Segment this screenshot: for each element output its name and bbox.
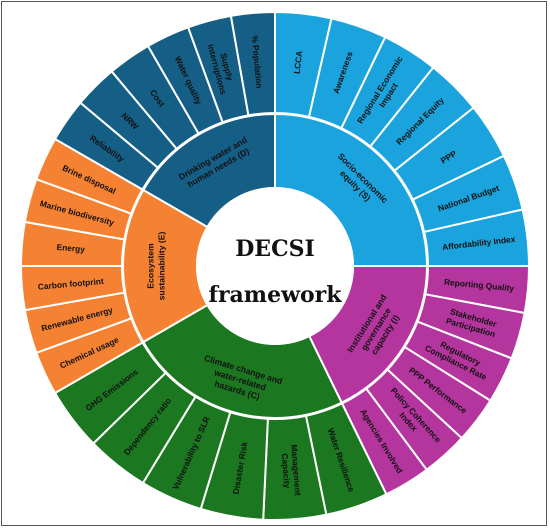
- indicator-label-population: % Population: [250, 35, 265, 89]
- center-hub: [196, 187, 354, 345]
- dimension-label-e: Ecosystemsustainability (E): [146, 231, 167, 300]
- center-title-line2: framework: [208, 282, 342, 308]
- indicator-label-energy-line: Energy: [56, 242, 85, 254]
- indicator-label-population-line: % Population: [250, 35, 265, 89]
- indicator-label-management-capacity: ManagementCapacity: [279, 444, 303, 497]
- dimension-c: Water ResilienceManagementCapacityDisast…: [53, 303, 388, 521]
- dimension-label-e-line: Ecosystem: [146, 243, 156, 289]
- indicator-label-lcca: LCCA: [292, 50, 305, 74]
- indicator-label-energy: Energy: [56, 242, 85, 254]
- indicator-segment-population: [229, 10, 276, 117]
- indicator-label-management-capacity-line: Management: [289, 444, 303, 496]
- dimension-i: Reporting QualityStakeholderParticipatio…: [307, 265, 531, 496]
- indicator-label-management-capacity-line: Capacity: [280, 453, 293, 489]
- indicator-label-lcca-line: LCCA: [292, 50, 305, 74]
- center-title-line1: DECSI: [235, 236, 315, 262]
- dimension-label-e-line: sustainability (E): [156, 231, 166, 300]
